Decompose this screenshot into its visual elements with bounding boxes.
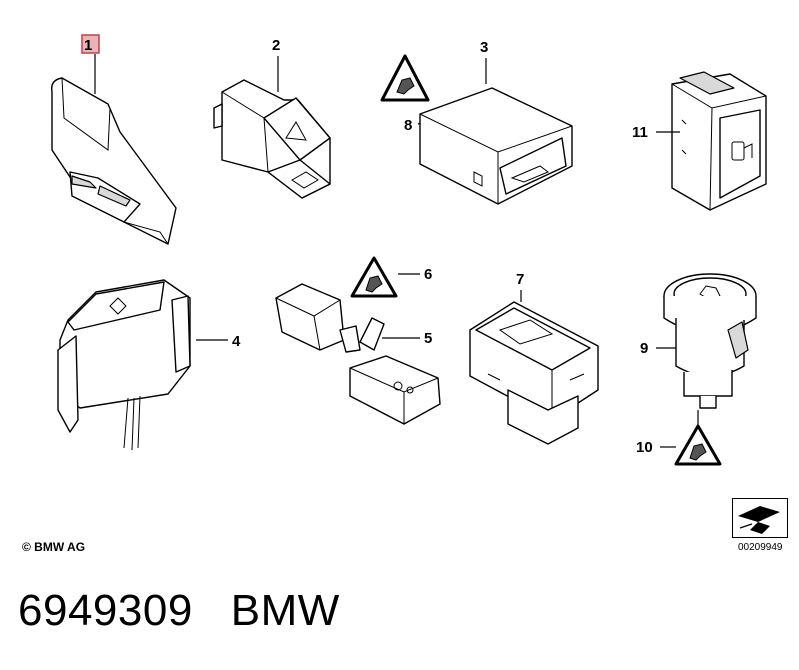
callout-10[interactable]: 10 — [636, 439, 653, 456]
warning-label-8[interactable] — [380, 54, 430, 102]
footer: 6949309 BMW — [18, 586, 340, 636]
callout-9[interactable]: 9 — [640, 340, 648, 357]
part-5-sensor-bracket[interactable] — [275, 283, 441, 425]
warning-label-10[interactable] — [674, 424, 722, 466]
callout-1-box — [81, 34, 100, 54]
callout-4[interactable]: 4 — [232, 333, 241, 350]
part-number: 6949309 — [18, 586, 193, 635]
part-3-seat-heating-switch[interactable] — [419, 87, 573, 205]
parts-diagram: 1 2 8 3 11 — [51, 34, 767, 466]
copyright-text: © BMW AG — [22, 540, 86, 554]
part-2-hazard-switch[interactable] — [213, 79, 331, 199]
part-7-trunk-switch[interactable] — [469, 301, 599, 445]
brand-name: BMW — [230, 586, 340, 635]
callout-2[interactable]: 2 — [272, 37, 280, 54]
part-1-switch-cover[interactable] — [51, 77, 177, 245]
callout-3[interactable]: 3 — [480, 39, 488, 56]
part-4-fan-switch[interactable] — [57, 279, 191, 451]
callout-5[interactable]: 5 — [424, 330, 432, 347]
callout-7[interactable]: 7 — [516, 271, 524, 288]
warning-label-6[interactable] — [350, 256, 398, 298]
part-9-round-switch[interactable] — [663, 273, 757, 409]
callout-6[interactable]: 6 — [424, 266, 432, 283]
direction-arrow-icon — [732, 498, 788, 538]
callout-11[interactable]: 11 — [632, 124, 648, 141]
callout-8[interactable]: 8 — [404, 117, 412, 134]
reference-code: 00209949 — [738, 542, 783, 553]
part-11-fuel-lid-switch[interactable] — [671, 71, 767, 211]
callout-1[interactable]: 1 — [84, 37, 92, 54]
